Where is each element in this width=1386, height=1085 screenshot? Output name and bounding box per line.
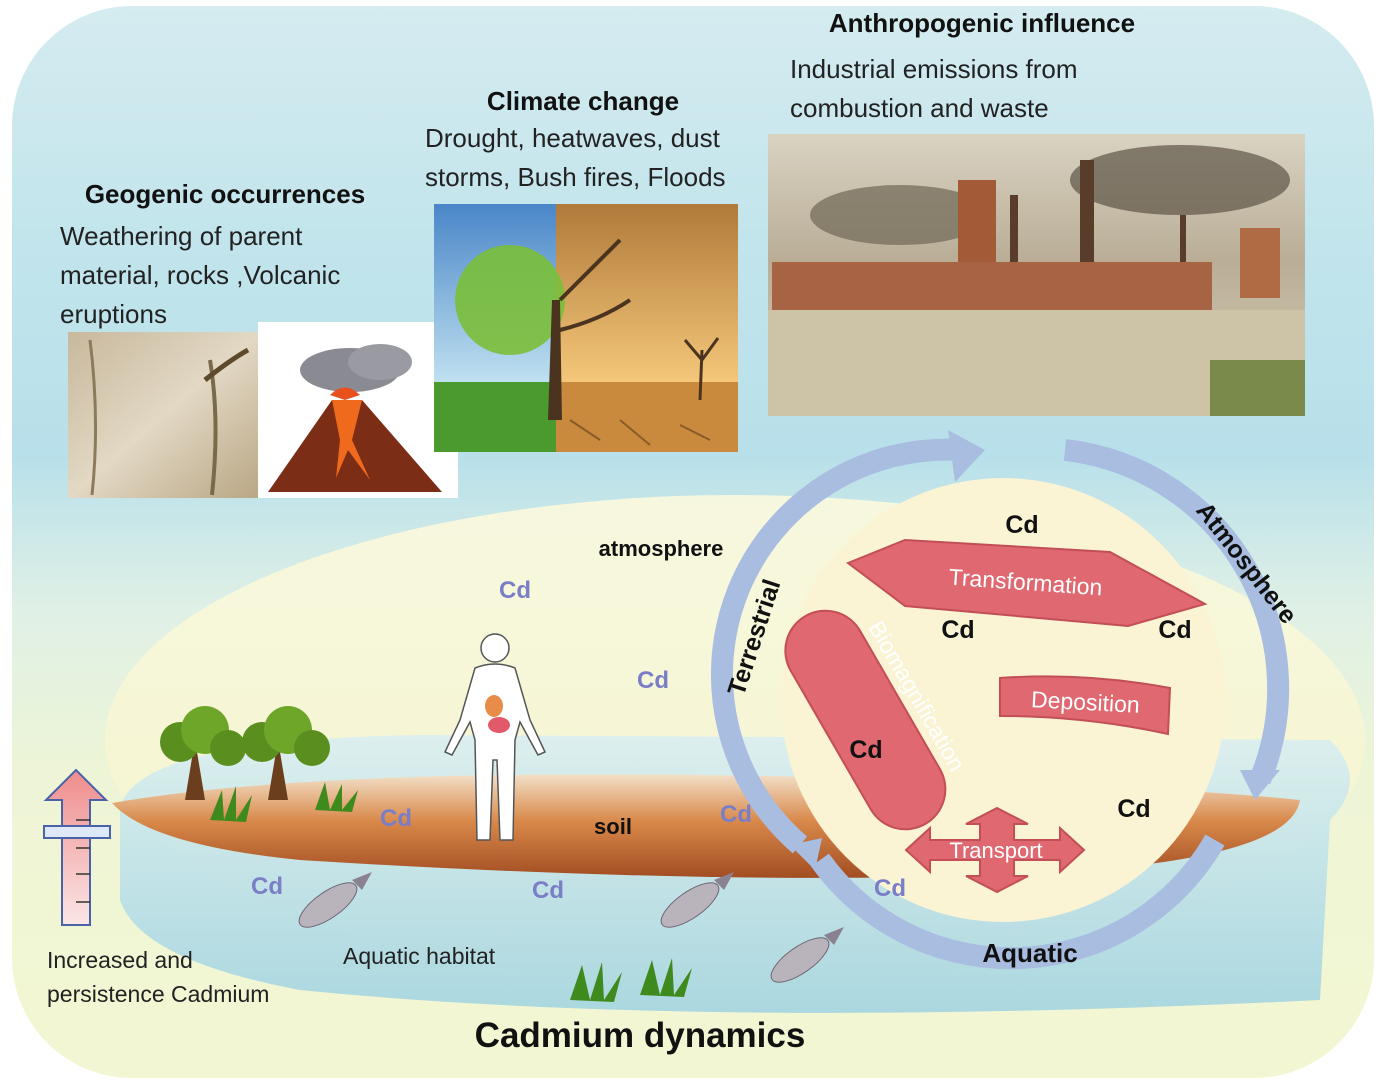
geogenic-text-line: Weathering of parent [60, 221, 303, 251]
cd-label: Cd [1117, 795, 1150, 823]
anthropogenic-text-line: combustion and waste [790, 93, 1049, 123]
cd-label: Cd [1005, 511, 1038, 539]
cd-label: Cd [1158, 616, 1191, 644]
volcano-image [258, 322, 458, 498]
climate-text-line: storms, Bush fires, Floods [425, 162, 726, 192]
fish-icon [770, 927, 844, 983]
climate-heading: Climate change [486, 86, 680, 116]
deposition-shape [999, 675, 1172, 736]
climate-text-line: Drought, heatwaves, dust [425, 123, 720, 153]
arrow-head-icon [1240, 770, 1280, 800]
industrial-image [768, 134, 1305, 416]
increase-arrow-icon [43, 768, 111, 926]
transport-shape [904, 806, 1086, 894]
aquatic-habitat-label: Aquatic habitat [343, 943, 496, 969]
geogenic-heading: Geogenic occurrences [84, 179, 366, 209]
transport-label: Transport [949, 838, 1042, 863]
tree-icon [242, 706, 330, 800]
human-body-icon [443, 633, 547, 841]
biomagnification-shape [784, 609, 947, 831]
indicator-text-line: persistence Cadmium [47, 981, 270, 1007]
transformation-shape [845, 538, 1208, 628]
geogenic-text-line: eruptions [60, 299, 167, 329]
cd-label: Cd [941, 616, 974, 644]
terrestrial-arc [711, 438, 961, 854]
cd-label: Cd [532, 877, 564, 904]
cd-label: Cd [874, 875, 906, 902]
deposition-label: Deposition [1030, 686, 1140, 718]
grass-icon [210, 782, 692, 1002]
fish-icon [298, 872, 372, 928]
diagram-title: Cadmium dynamics [474, 1016, 806, 1055]
indicator-text-line: Increased and [47, 947, 193, 973]
atmosphere-label: atmosphere [599, 536, 724, 561]
climate-text: Drought, heatwaves, dust storms, Bush fi… [425, 119, 726, 197]
arrow-head-icon [948, 430, 985, 482]
cd-label: Cd [380, 805, 412, 832]
fish-icon [660, 872, 734, 928]
arrow-head-icon [790, 838, 822, 870]
cd-label: Cd [251, 873, 283, 900]
cd-label: Cd [637, 667, 669, 694]
soil-label: soil [594, 814, 632, 839]
rock-weathering-image [68, 332, 260, 498]
aquatic-label: Aquatic [982, 938, 1077, 968]
geogenic-text-line: material, rocks ,Volcanic [60, 260, 341, 290]
indicator-text: Increased and persistence Cadmium [47, 943, 269, 1011]
atmosphere-arc [1063, 439, 1290, 785]
cd-label: Cd [849, 736, 882, 764]
cd-label: Cd [720, 801, 752, 828]
climate-change-image [434, 204, 738, 452]
cd-label: Cd [499, 577, 531, 604]
tree-icon [160, 706, 246, 800]
geogenic-text: Weathering of parent material, rocks ,Vo… [60, 217, 340, 334]
anthropogenic-text: Industrial emissions from combustion and… [790, 50, 1078, 128]
aquatic-arc [811, 834, 1225, 970]
anthropogenic-text-line: Industrial emissions from [790, 54, 1078, 84]
anthropogenic-heading: Anthropogenic influence [828, 8, 1136, 38]
